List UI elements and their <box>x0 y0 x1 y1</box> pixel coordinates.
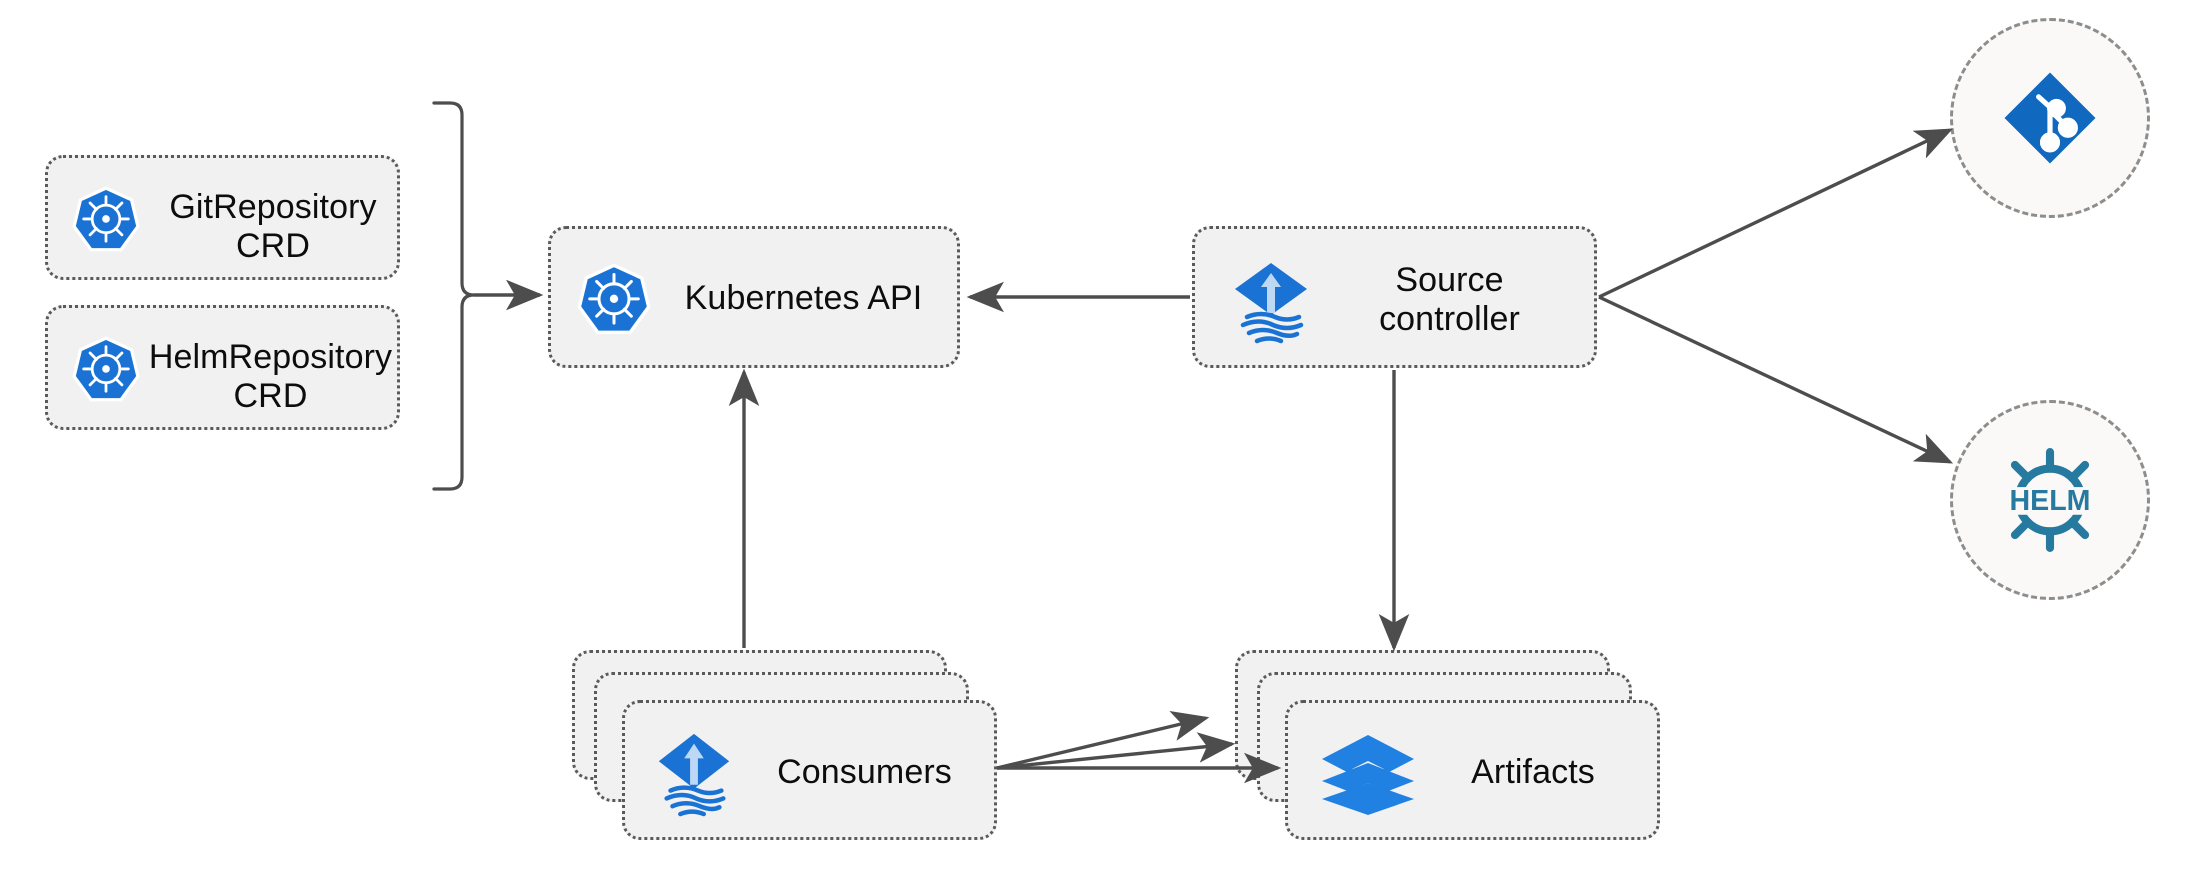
arrow-source-controller-to-git <box>1598 128 1954 299</box>
kubernetes-icon <box>72 186 140 254</box>
node-artifacts[interactable]: Artifacts <box>1285 700 1660 840</box>
arrow-consumers-to-artifacts-back <box>996 711 1210 770</box>
node-gitrepository-crd-label: GitRepository CRD <box>169 188 377 266</box>
node-consumers[interactable]: Consumers <box>622 700 997 840</box>
arrow-source-controller-to-helm <box>1598 295 1954 464</box>
helm-wordmark: HELM <box>2010 485 2091 517</box>
arrow-consumers-to-artifacts-mid <box>996 732 1236 770</box>
node-kubernetes-api[interactable]: Kubernetes API <box>548 226 960 368</box>
kubernetes-icon <box>72 336 140 404</box>
node-gitrepository-crd[interactable]: GitRepository CRD <box>45 155 400 280</box>
flux-icon <box>1227 255 1315 347</box>
node-helm-source[interactable]: HELM <box>1950 400 2150 600</box>
node-helmrepository-crd-label: HelmRepository CRD <box>148 338 393 416</box>
node-consumers-label: Consumers <box>777 753 952 791</box>
node-source-controller[interactable]: Source controller <box>1192 226 1597 368</box>
flux-icon <box>651 721 737 825</box>
layers-icon <box>1318 731 1418 817</box>
helm-icon: HELM <box>1991 441 2109 559</box>
crd-bracket <box>432 101 475 491</box>
kubernetes-icon <box>577 263 651 337</box>
node-kubernetes-api-label: Kubernetes API <box>684 279 923 317</box>
git-icon <box>1998 66 2102 170</box>
node-helmrepository-crd[interactable]: HelmRepository CRD <box>45 305 400 430</box>
node-artifacts-label: Artifacts <box>1471 753 1595 791</box>
node-git-source[interactable] <box>1950 18 2150 218</box>
node-source-controller-label: Source controller <box>1379 261 1520 339</box>
